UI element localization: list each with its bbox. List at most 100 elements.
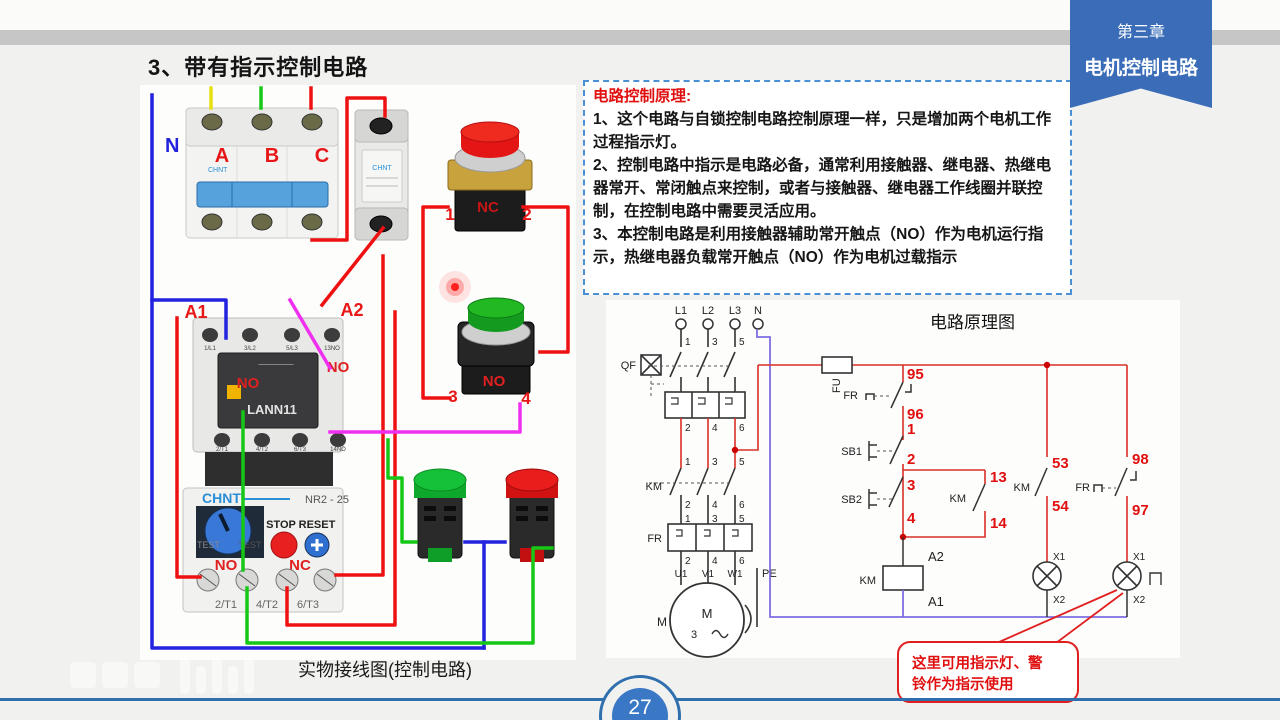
terminal-2-label: 2 [522,205,531,224]
mark-14: 14 [990,515,1007,532]
motor-w1: W1 [728,569,743,580]
num: 6 [739,500,745,511]
page-number: 27 [628,696,652,719]
num: 5 [739,457,745,468]
control-contacts [865,381,1162,617]
control-labels: FR SB1 SB2 KM KM FR KM A2 A1 X1 X2 X1 X2 [841,390,1145,609]
coil-a2: A2 [928,549,944,564]
num: 2 [685,556,691,567]
relay-terminal-6t3: 6/T3 [297,599,319,611]
wiring-photo-svg: CHNT A B C CHNT [140,85,576,660]
num: 1 [685,514,691,525]
contactor-no-right-label: NO [327,359,350,376]
fuse-symbol [821,356,853,374]
indicator-lamp-green [413,468,467,562]
contactor-model-label: LANN11 [247,402,297,417]
main-circuit-dashed-links [648,365,730,484]
motor-u1: U1 [675,569,688,580]
km-main-label: KM [646,481,663,493]
main-circuit-labels: QF KM FR M M 3 U1 V1 W1 PE [621,360,777,641]
power-glow-dot [439,271,471,303]
km-lamp-label: KM [1014,482,1031,494]
wiring-photo: CHNT A B C CHNT [140,85,576,663]
neutral-line [756,329,1127,618]
lamp1-x1: X1 [1053,552,1066,563]
wires-magenta [287,297,522,434]
relay-stop-label: STOP [266,519,296,531]
start-button-green: NO 3 4 [448,297,535,408]
terminal-1-label: 1 [445,205,454,224]
relay-brand: CHNT [202,490,241,506]
junction-dot-main [731,446,739,454]
callout-line2: 铃作为指示使用 [912,675,1014,693]
contactor-terminal-2t1: 2/T1 [216,447,229,453]
contactor-terminal-5l3: 5/L3 [286,346,298,352]
mark-97: 97 [1132,502,1149,519]
top-strip [0,0,1280,30]
relay-terminal-4t2: 4/T2 [256,599,278,611]
control-dashed-links [874,395,1116,500]
contactor-terminal-4t2: 4/T2 [256,447,269,453]
schematic-diagram: 电路原理图 L1 L2 L3 N [600,296,1185,708]
mark-53: 53 [1052,455,1069,472]
callout-line1: 这里可用指示灯、警 [912,654,1043,672]
control-bus [758,364,1128,562]
principle-title: 电路控制原理: [593,88,692,105]
num: 6 [739,423,745,434]
num: 6 [739,556,745,567]
num: 1 [685,337,691,348]
fr-main-label: FR [647,533,662,545]
mark-95: 95 [907,366,924,383]
gray-divider-bar [0,30,1280,45]
lamp1-x2: X2 [1053,595,1066,606]
fuse-brand: CHNT [372,165,392,172]
terminal-3-label: 3 [448,387,457,406]
num: 4 [712,556,718,567]
contactor-terminal-13no: 13NO [324,346,340,352]
num: 4 [712,500,718,511]
coil-a1: A1 [928,594,944,609]
principle-item-3: 3、本控制电路是利用接触器辅助常开触点（NO）作为电机运行指示，热继电器负载常开… [593,226,1044,266]
main-phase-numbers: 1 3 5 2 4 6 1 3 5 2 4 6 1 3 5 2 4 6 [685,337,745,567]
sb2-label: SB2 [841,494,862,506]
supply-terminals: L1 L2 L3 N [675,305,764,330]
callout: 这里可用指示灯、警 铃作为指示使用 [897,589,1124,703]
chapter-title: 电机控制电路 [1083,58,1198,79]
contactor-terminal-6t3: 6/T3 [294,447,307,453]
lamp2-x2: X2 [1133,595,1146,606]
schematic-svg: 电路原理图 L1 L2 L3 N [606,300,1180,703]
principle-text-box: 电路控制原理: 1、这个电路与自锁控制电路控制原理一样，只是增加两个电机工作过程… [583,80,1072,295]
relay-model: NR2 - 25 [305,494,349,506]
motor-outside-label: M [657,615,667,629]
wires-red-control [175,96,570,627]
watermark-logo [70,652,370,704]
mark-2: 2 [907,451,915,468]
num: 5 [739,514,745,525]
fr-lamp-label: FR [1075,482,1090,494]
page-number-badge: 27 [612,688,668,720]
km-selfhold-label: KM [950,493,967,505]
contactor-terminal-3l2: 3/L2 [244,346,256,352]
contactor: 1/L1 3/L2 5/L3 13NO ————— LANN11 2/T1 4/… [184,300,364,486]
lamp2-x1: X1 [1133,552,1146,563]
coil-a1-label: A1 [184,302,207,322]
relay-test-label: TEST [238,540,262,550]
photo-caption: 实物接线图(控制电路) [298,660,472,680]
num: 1 [685,457,691,468]
phase-a-label: A [215,145,229,167]
relay-nc-label: NC [289,557,311,574]
contactor-terminal-1l1: 1/L1 [204,346,216,352]
motor-phase-count: 3 [691,629,697,641]
motor-inside-label: M [702,606,713,621]
wires-phase-top [209,86,313,110]
mark-4: 4 [907,510,916,527]
main-circuit-lines [640,329,758,658]
coil-a2-label: A2 [340,300,363,320]
qf-label: QF [621,360,637,372]
fr-nc-label: FR [843,390,858,402]
chapter-number: 第三章 [1116,24,1165,41]
mark-98: 98 [1132,451,1149,468]
num: 2 [685,423,691,434]
terminal-n: N [754,305,762,317]
